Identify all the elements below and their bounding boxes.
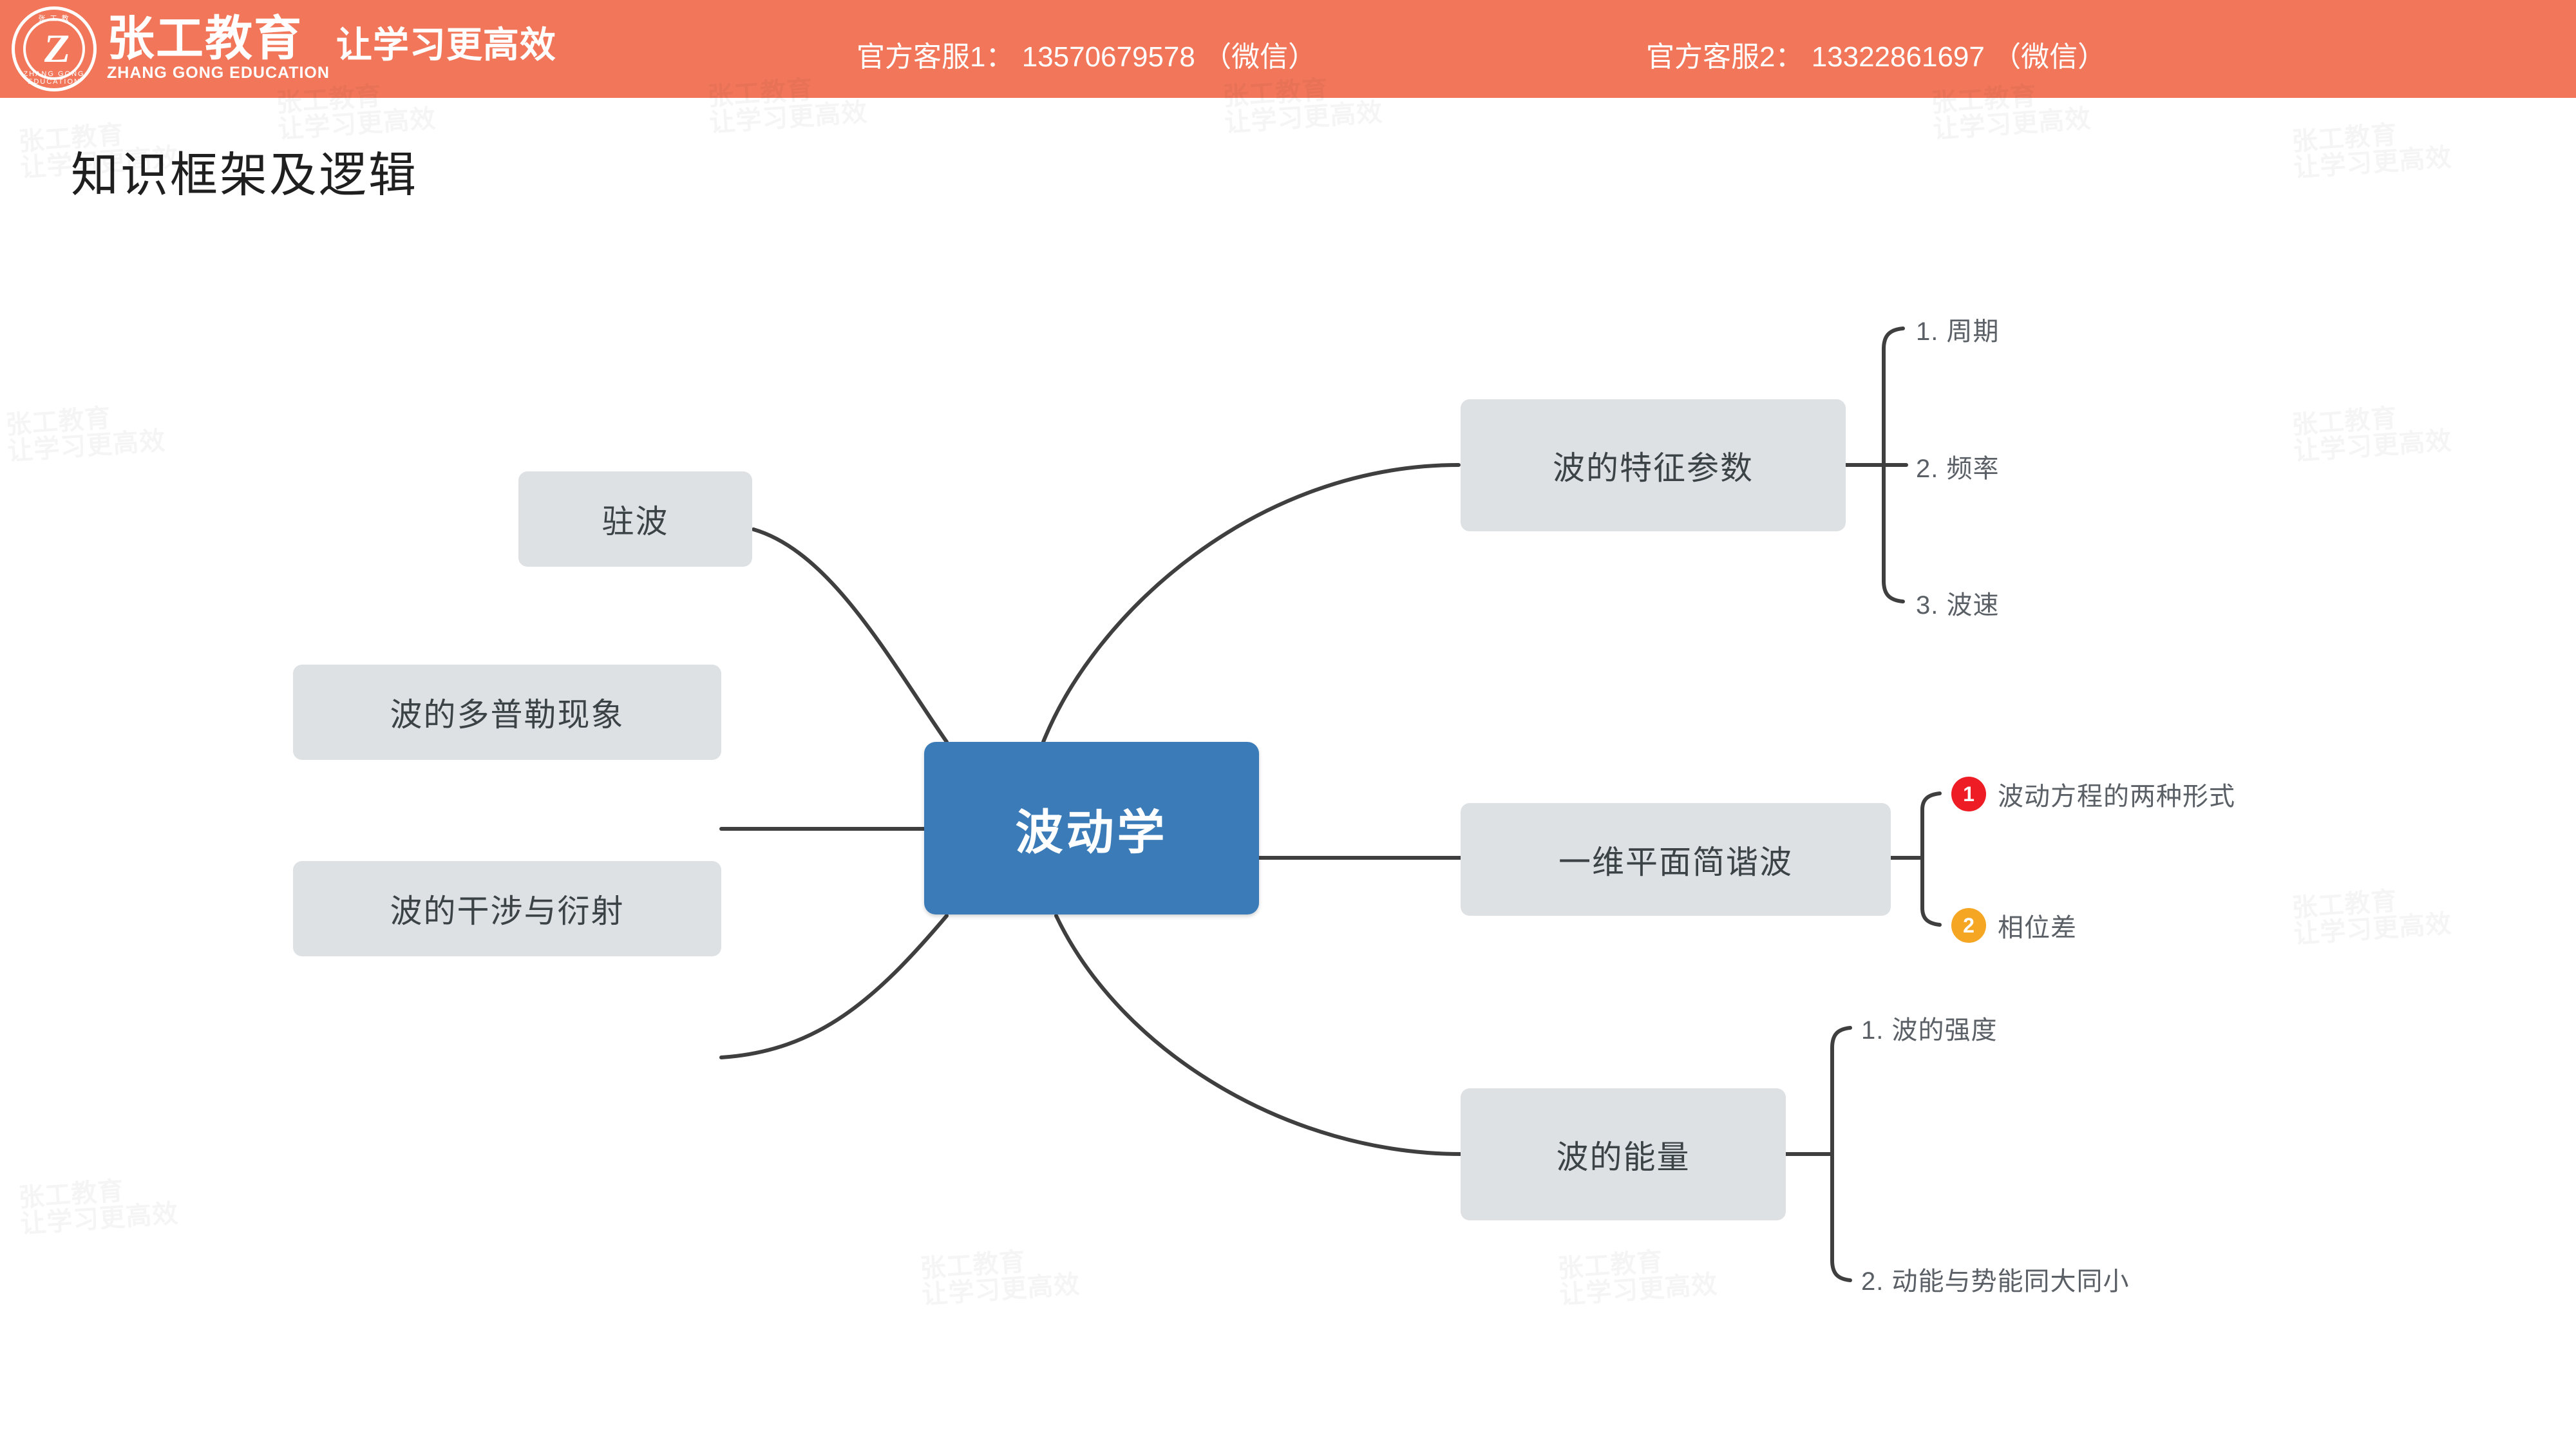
link-root-wave-energy <box>1054 914 1464 1156</box>
page-title: 知识框架及逻辑 <box>71 148 418 202</box>
leaf-wave-intensity[interactable]: 1. 波的强度 <box>1861 1009 1997 1046</box>
leaf-label: 2. 动能与势能同大同小 <box>1861 1267 2130 1296</box>
branch-node-1d-plane-harmonic-wave[interactable]: 一维平面简谐波 <box>1461 803 1891 916</box>
logo-ring-bottom-text: ZHANG GONG EDUCATION <box>23 70 85 86</box>
brand-logo[interactable]: 张 工 教 Z ZHANG GONG EDUCATION 张工教育 ZHANG … <box>0 0 556 98</box>
link-root-interference <box>719 914 949 1059</box>
mindmap-canvas: 张工教育让学习更高效 张工教育让学习更高效 张工教育让学习更高效 张工教育让学习… <box>0 98 2576 1449</box>
link-params-bracket-top <box>1882 327 1905 351</box>
link-energy-bracket-top <box>1830 1026 1852 1050</box>
link-root-standing-wave <box>752 527 949 744</box>
leaf-label: 1. 波的强度 <box>1861 1016 1998 1045</box>
branch-node-label: 一维平面简谐波 <box>1558 844 1793 880</box>
leaf-label: 2. 频率 <box>1916 455 2000 483</box>
contact-service-1: 官方客服1： 13570679578 （微信） <box>857 41 1317 73</box>
badge-number-icon: 2 <box>1951 908 1986 943</box>
logo-ring-top-text: 张 工 教 <box>38 15 70 23</box>
branch-node-label: 波的多普勒现象 <box>390 697 625 733</box>
contact-service-2: 官方客服2： 13322861697 （微信） <box>1646 41 2107 73</box>
leaf-period[interactable]: 1. 周期 <box>1916 310 1999 348</box>
brand-slogan: 让学习更高效 <box>336 24 556 66</box>
mindmap-connectors <box>719 327 1942 1282</box>
branch-node-label: 驻波 <box>601 504 669 540</box>
leaf-label: 波动方程的两种形式 <box>1998 782 2235 811</box>
branch-node-wave-energy[interactable]: 波的能量 <box>1461 1088 1786 1220</box>
link-root-wave-params <box>1041 463 1461 744</box>
leaf-phase-difference[interactable]: 2 相位差 <box>1951 907 2077 944</box>
branch-node-interference-diffraction[interactable]: 波的干涉与衍射 <box>293 861 721 956</box>
branch-node-doppler-effect[interactable]: 波的多普勒现象 <box>293 665 721 760</box>
leaf-frequency[interactable]: 2. 频率 <box>1916 448 1999 485</box>
logo-letter-z: Z <box>41 27 67 71</box>
leaf-label: 1. 周期 <box>1916 317 2000 346</box>
root-node-wave-mechanics[interactable]: 波动学 <box>924 742 1259 914</box>
brand-name-cn: 张工教育 <box>107 11 303 65</box>
leaf-wave-equation-forms[interactable]: 1 波动方程的两种形式 <box>1951 775 2235 813</box>
link-energy-bracket-bottom <box>1830 1258 1852 1282</box>
link-params-bracket-bottom <box>1882 579 1905 603</box>
leaf-kinetic-potential-energy[interactable]: 2. 动能与势能同大同小 <box>1861 1260 2129 1298</box>
header-bar: 张 工 教 Z ZHANG GONG EDUCATION 张工教育 ZHANG … <box>0 0 2576 98</box>
leaf-label: 相位差 <box>1998 914 2077 942</box>
branch-node-label: 波的能量 <box>1556 1139 1690 1175</box>
logo-circle-icon: 张 工 教 Z ZHANG GONG EDUCATION <box>12 6 97 91</box>
badge-number-icon: 1 <box>1951 777 1986 811</box>
brand-name-en: ZHANG GONG EDUCATION <box>107 64 330 82</box>
branch-node-label: 波的特征参数 <box>1553 450 1754 486</box>
link-harmonic-bracket-top <box>1920 791 1942 811</box>
branch-node-wave-parameters[interactable]: 波的特征参数 <box>1461 399 1846 531</box>
branch-node-label: 波的干涉与衍射 <box>390 893 625 929</box>
branch-node-standing-wave[interactable]: 驻波 <box>518 471 752 567</box>
link-harmonic-bracket-bottom <box>1920 906 1942 927</box>
leaf-wave-speed[interactable]: 3. 波速 <box>1916 584 1999 621</box>
root-node-label: 波动学 <box>1015 805 1168 859</box>
leaf-label: 3. 波速 <box>1916 591 2000 620</box>
